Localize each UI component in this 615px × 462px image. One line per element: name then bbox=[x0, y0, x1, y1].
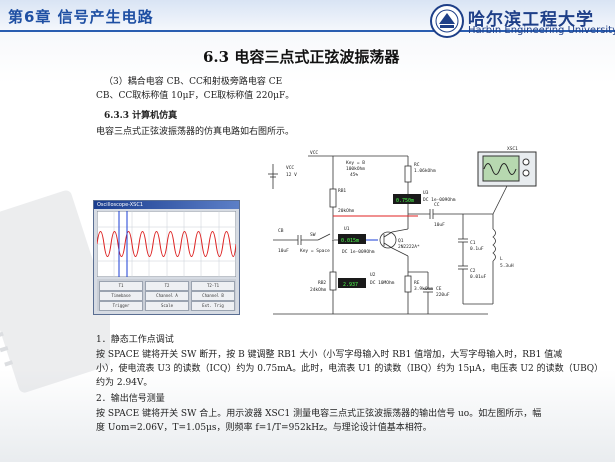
rb1-key: Key = B bbox=[346, 160, 365, 166]
sw-name: SW bbox=[310, 232, 316, 238]
rb1-percent: 45% bbox=[350, 172, 358, 178]
step1-line1: 按 SPACE 键将开关 SW 断开，按 B 键调整 RB1 大小（小写字母输入… bbox=[96, 350, 563, 360]
paragraph-sim-intro: 电容三点式正弦波振荡器的仿真电路如右图所示。 bbox=[96, 127, 295, 137]
step2-title: 2．输出信号测量 bbox=[96, 394, 165, 404]
chapter-title: 第6章 信号产生电路 bbox=[8, 8, 154, 26]
u1-name: U1 bbox=[344, 226, 350, 232]
step2-line2: 度 Uom=2.06V，T=1.05μs，则频率 f=1/T=952kHz。与理… bbox=[96, 423, 432, 433]
header-bar bbox=[0, 0, 615, 30]
step1-title: 1．静态工作点调试 bbox=[96, 335, 174, 345]
c1-value: 0.1uF bbox=[470, 246, 484, 252]
section-title: 6.3 电容三点式正弦波振荡器 bbox=[203, 48, 400, 66]
rb1-name: RB1 bbox=[338, 188, 346, 194]
header-divider bbox=[0, 30, 615, 32]
university-logo: 哈尔滨工程大学 Harbin Engineering University bbox=[430, 4, 615, 38]
l-value: 5.3uH bbox=[500, 263, 514, 269]
background-chip-image bbox=[0, 190, 110, 393]
osc-cell-t2-t1: T2-T1 bbox=[191, 281, 235, 291]
oscilloscope-window-titlebar: Oscilloscope-XSC1 bbox=[94, 201, 239, 209]
l-name: L bbox=[500, 256, 503, 262]
university-name-en: Harbin Engineering University bbox=[468, 25, 615, 36]
cc-name: CC bbox=[434, 202, 440, 208]
osc-cell-channel-b[interactable]: Channel B bbox=[191, 291, 235, 301]
vcc-voltage: 12 V bbox=[286, 172, 297, 178]
osc-cell-ext-trig[interactable]: Ext. Trig bbox=[191, 301, 235, 311]
xsc1-label: XSC1 bbox=[507, 146, 518, 152]
oscilloscope-screen bbox=[97, 211, 236, 277]
osc-cell-t2: T2 bbox=[145, 281, 189, 291]
u2-dc: DC 10MOhm bbox=[370, 280, 395, 286]
cb-name: CB bbox=[278, 228, 284, 234]
university-seal-icon bbox=[430, 4, 464, 38]
sub-heading-simulation: 6.3.3 计算机仿真 bbox=[104, 111, 178, 121]
osc-cell-scale[interactable]: Scale bbox=[145, 301, 189, 311]
cb-value: 10uF bbox=[278, 248, 289, 254]
re-value: 3.9kOhm bbox=[414, 286, 433, 292]
step2-line1: 按 SPACE 键将开关 SW 合上。用示波器 XSC1 测量电容三点式正弦波振… bbox=[96, 409, 542, 419]
cc-value: 10uF bbox=[434, 222, 445, 228]
rb1-small: 20kOhm bbox=[338, 208, 355, 214]
vcc2-label: VCC bbox=[310, 150, 318, 156]
rc-name: RC bbox=[414, 162, 420, 168]
c1-name: C1 bbox=[470, 240, 476, 246]
q1-name: Q1 bbox=[398, 238, 404, 244]
oscilloscope-waveform bbox=[97, 231, 236, 257]
rb2-value: 24kOhm bbox=[310, 287, 327, 293]
u3-reading: 0.750m bbox=[396, 198, 414, 204]
oscilloscope-xsc1-icon[interactable]: XSC1 bbox=[474, 144, 540, 188]
rb1-value: 100kOhm bbox=[346, 166, 365, 172]
q1-model: 2N2222A* bbox=[398, 244, 420, 250]
c2-name: C2 bbox=[470, 268, 476, 274]
rc-value: 1.06kOhm bbox=[414, 168, 436, 174]
u3-name: U3 bbox=[423, 190, 429, 196]
u1-reading: 0.015m bbox=[341, 238, 359, 244]
sw-key: Key = Space bbox=[300, 248, 330, 254]
rb2-name: RB2 bbox=[318, 280, 326, 286]
osc-cell-timebase[interactable]: Timebase bbox=[99, 291, 143, 301]
oscilloscope-window-title: Oscilloscope-XSC1 bbox=[97, 202, 144, 208]
osc-cell-channel-a[interactable]: Channel A bbox=[145, 291, 189, 301]
ce-name: CE bbox=[436, 286, 442, 292]
re-name: RE bbox=[414, 280, 420, 286]
u2-reading: 2.937 bbox=[343, 282, 358, 288]
circuit-schematic: VCC 12 V VCC Key = B 100kOhm 45% RB1 RC … bbox=[268, 150, 514, 315]
oscilloscope-controls: T1 T2 T2-T1 Timebase Channel A Channel B… bbox=[97, 279, 236, 311]
u3-dc: DC 1e-009Ohm bbox=[423, 197, 456, 203]
u1-dc: DC 1e-009Ohm bbox=[342, 249, 375, 255]
c2-value: 0.01uF bbox=[470, 274, 487, 280]
osc-cell-t1: T1 bbox=[99, 281, 143, 291]
step1-line2: 小），使电流表 U3 的读数（ICQ）约为 0.75mA。此时，电流表 U1 的… bbox=[96, 364, 604, 374]
u2-name: U2 bbox=[370, 272, 376, 278]
paragraph-coupling-2: CB、CC取标称值 10μF，CE取标称值 220μF。 bbox=[96, 91, 295, 101]
step1-line3: 约为 2.94V。 bbox=[96, 378, 153, 388]
osc-cell-trigger[interactable]: Trigger bbox=[99, 301, 143, 311]
vcc-label: VCC bbox=[286, 165, 294, 171]
ce-value: 220uF bbox=[436, 292, 450, 298]
university-name-cn: 哈尔滨工程大学 bbox=[468, 10, 594, 30]
oscilloscope-window: Oscilloscope-XSC1 T1 T2 T2-T1 Timebase C… bbox=[93, 200, 240, 315]
paragraph-coupling-1: （3）耦合电容 CB、CC和射极旁路电容 CE bbox=[104, 77, 283, 87]
